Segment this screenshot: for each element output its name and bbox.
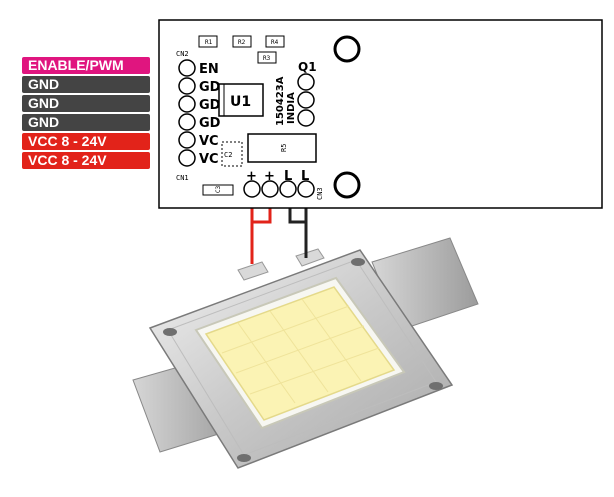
mount-hole-4 — [237, 454, 251, 462]
header-left — [178, 59, 196, 167]
header-pin-vc-1: VC — [199, 134, 219, 149]
component-c3: C3 — [202, 184, 234, 196]
mount-hole-2 — [351, 258, 365, 266]
led-pad-positive — [237, 261, 269, 281]
cn3-label: CN3 — [316, 187, 324, 200]
label-vcc-2: VCC 8 - 24V — [22, 152, 150, 169]
mount-hole-1 — [163, 328, 177, 336]
header-pin-gd-3: GD — [199, 116, 221, 131]
resistor-r2: R2 — [232, 35, 252, 48]
header-pin-en: EN — [199, 62, 219, 77]
resistor-r3: R3 — [257, 51, 277, 64]
resistor-r4: R4 — [265, 35, 285, 48]
pin-label-list: ENABLE/PWM GND GND GND VCC 8 - 24V VCC 8… — [22, 57, 150, 171]
label-gnd-3: GND — [22, 114, 150, 131]
header-output — [243, 180, 315, 198]
svg-text:C3: C3 — [215, 185, 222, 193]
out-pin-plus-1: + — [246, 169, 257, 184]
mount-hole-top — [333, 35, 361, 63]
out-pin-plus-2: + — [264, 169, 275, 184]
cn1-label: CN1 — [176, 174, 189, 182]
svg-text:C2: C2 — [224, 151, 232, 159]
mount-hole-bottom — [333, 171, 361, 199]
part-code: 150423A — [275, 76, 286, 126]
svg-text:R2: R2 — [238, 39, 246, 46]
out-pin-l-2: L — [301, 169, 309, 184]
driver-board: CN2 EN GD GD GD VC VC CN1 R1 R2 R4 — [158, 19, 603, 209]
label-gnd-2: GND — [22, 95, 150, 112]
svg-text:R1: R1 — [205, 39, 213, 46]
q1-label: Q1 — [298, 60, 317, 74]
resistor-r5: R5 — [247, 133, 317, 163]
header-pin-gd-1: GD — [199, 80, 221, 95]
header-pin-gd-2: GD — [199, 98, 221, 113]
out-pin-l-1: L — [284, 169, 292, 184]
mount-hole-3 — [429, 382, 443, 390]
cn2-label: CN2 — [176, 50, 189, 58]
svg-text:R4: R4 — [271, 39, 279, 46]
led-pad-negative — [295, 248, 325, 267]
label-gnd-1: GND — [22, 76, 150, 93]
label-enable-pwm: ENABLE/PWM — [22, 57, 150, 74]
led-chip-grid — [221, 298, 380, 404]
capacitor-c2: C2 — [221, 141, 243, 167]
ic-u1: U1 — [218, 83, 264, 117]
svg-text:R3: R3 — [263, 55, 271, 62]
transistor-q1 — [297, 73, 315, 127]
header-pin-vc-2: VC — [199, 152, 219, 167]
led-cob-module — [132, 237, 479, 469]
origin-label: INDIA — [286, 92, 297, 124]
svg-text:U1: U1 — [230, 94, 251, 110]
label-vcc-1: VCC 8 - 24V — [22, 133, 150, 150]
resistor-r1: R1 — [198, 35, 218, 48]
svg-text:R5: R5 — [280, 144, 288, 152]
